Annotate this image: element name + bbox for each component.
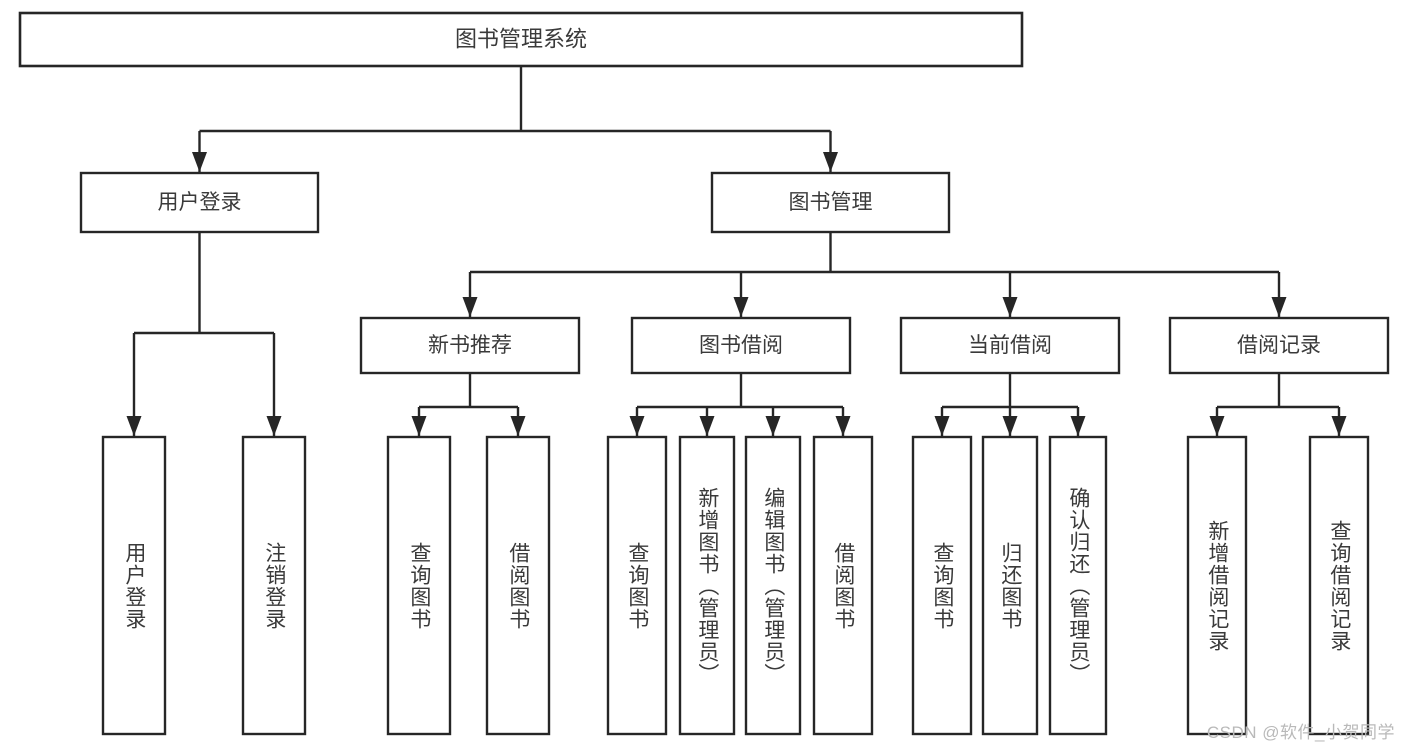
arrow-head — [699, 416, 715, 436]
leaf-node-box-1[interactable] — [241, 435, 307, 736]
level3-node-box-1[interactable] — [630, 316, 852, 375]
arrow-head — [462, 297, 478, 317]
level3-node-box-2[interactable] — [899, 316, 1121, 375]
leaf-node-box-2[interactable] — [386, 435, 452, 736]
arrow-head — [733, 297, 749, 317]
level3-node-label-1: 图书借阅 — [699, 334, 783, 357]
arrow-head — [835, 416, 851, 436]
arrow-head — [934, 416, 950, 436]
level3-node-box-3[interactable] — [1168, 316, 1390, 375]
leaf-node-box-3[interactable] — [485, 435, 551, 736]
arrow-head — [1271, 297, 1287, 317]
arrow-head — [266, 416, 282, 436]
level2-node-label-1: 图书管理 — [789, 191, 873, 214]
arrow-head — [192, 152, 207, 172]
leaf-node-box-0[interactable] — [101, 435, 167, 736]
leaf-node-box-6[interactable] — [744, 435, 802, 736]
leaf-node-box-12[interactable] — [1308, 435, 1370, 736]
root-node-label: 图书管理系统 — [455, 26, 587, 51]
arrow-head — [629, 416, 645, 436]
level2-node-box-1[interactable] — [710, 171, 951, 234]
level2-node-box-0[interactable] — [79, 171, 320, 234]
csdn-watermark: CSDN @软件_小贺同学 — [1206, 723, 1395, 742]
leaf-node-box-11[interactable] — [1186, 435, 1248, 736]
arrow-head — [765, 416, 781, 436]
arrow-head — [1331, 416, 1347, 436]
arrow-head — [126, 416, 142, 436]
leaf-node-box-8[interactable] — [911, 435, 973, 736]
leaf-node-box-4[interactable] — [606, 435, 668, 736]
arrow-head — [1070, 416, 1086, 436]
leaf-node-box-7[interactable] — [812, 435, 874, 736]
arrow-head — [1002, 416, 1018, 436]
root-node-box[interactable] — [18, 11, 1024, 68]
arrow-head — [1209, 416, 1225, 436]
arrow-head — [1002, 297, 1018, 317]
leaf-node-box-9[interactable] — [981, 435, 1039, 736]
leaf-node-box-5[interactable] — [678, 435, 736, 736]
node-box-layer — [18, 11, 1390, 736]
level2-node-label-0: 用户登录 — [158, 191, 242, 214]
level3-node-label-0: 新书推荐 — [428, 334, 512, 357]
leaf-node-box-10[interactable] — [1048, 435, 1108, 736]
arrow-head — [510, 416, 526, 436]
level3-node-box-0[interactable] — [359, 316, 581, 375]
arrow-head — [411, 416, 427, 436]
connector-layer — [126, 66, 1347, 436]
level3-node-label-2: 当前借阅 — [968, 334, 1052, 357]
arrow-head — [823, 152, 838, 172]
level3-node-label-3: 借阅记录 — [1237, 334, 1321, 357]
